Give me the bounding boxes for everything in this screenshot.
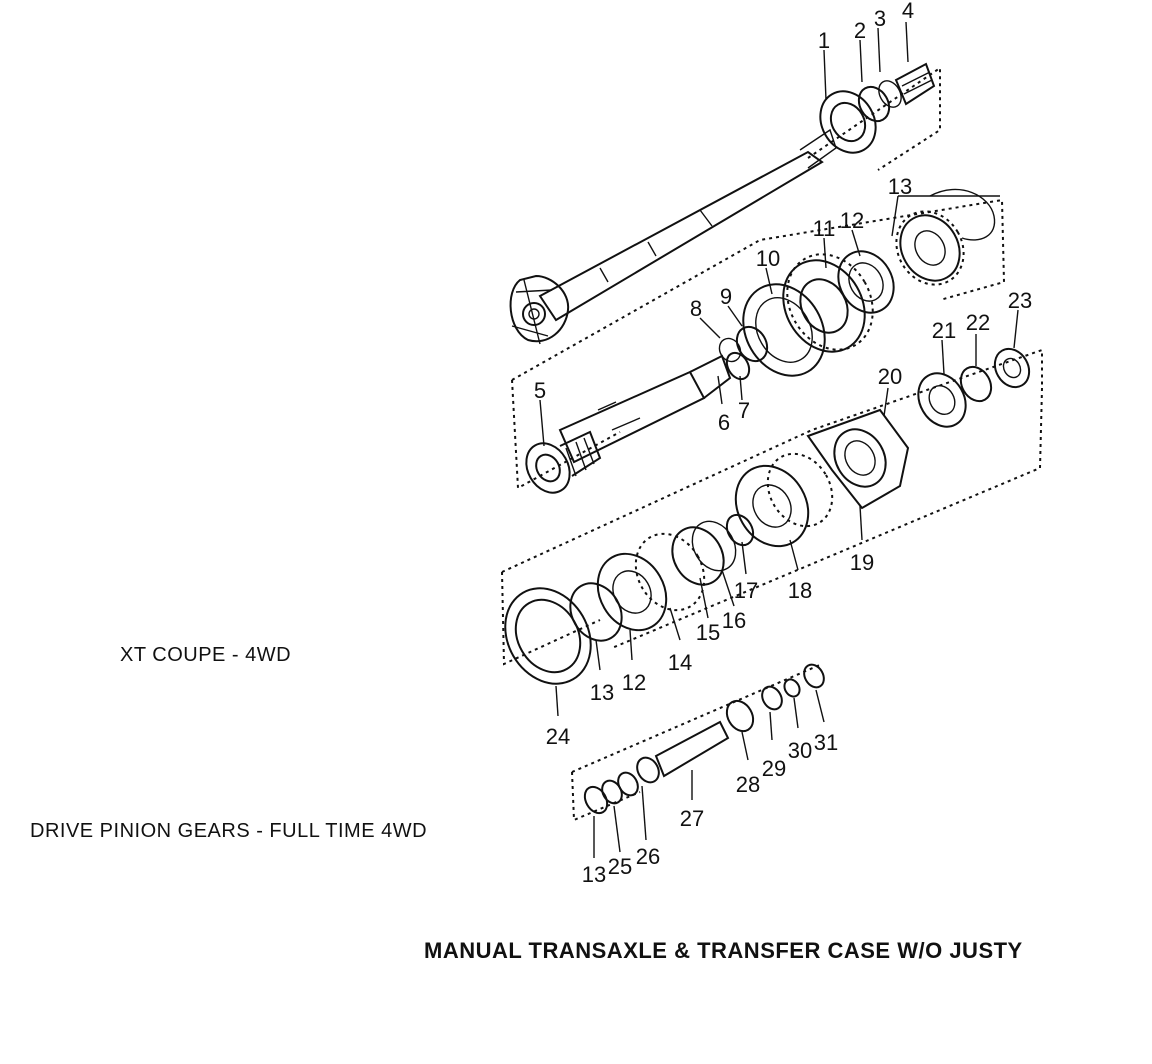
callout-29: 28	[736, 772, 760, 797]
callout-4: 4	[902, 0, 914, 23]
callout-30: 29	[762, 756, 786, 781]
callout-25: 13	[582, 862, 606, 887]
callout-22: 21	[932, 318, 956, 343]
callout-9: 9	[720, 284, 732, 309]
callout-numbers: 1 2 3 4 5 6 7 8 9 10 11 12 13 24 13 12 1…	[534, 0, 1032, 887]
callout-20: 19	[850, 550, 874, 575]
callout-16: 15	[696, 620, 720, 645]
callout-31: 30	[788, 738, 812, 763]
leader-lines	[539, 21, 1019, 858]
bottom-shaft-set	[583, 663, 825, 815]
page-title: MANUAL TRANSAXLE & TRANSFER CASE W/O JUS…	[424, 938, 1023, 963]
callout-26: 25	[608, 854, 632, 879]
callout-3: 3	[874, 6, 886, 31]
group-box-bottom	[571, 663, 823, 822]
callout-7: 7	[738, 398, 750, 423]
callout-12a: 12	[840, 208, 864, 233]
transfer-gear-train	[504, 408, 910, 685]
callout-5: 5	[534, 378, 546, 403]
callout-23: 22	[966, 310, 990, 335]
callout-15: 14	[668, 650, 692, 675]
group-box-top	[807, 66, 941, 171]
callout-2: 2	[854, 18, 866, 43]
drive-pinion-shaft	[525, 351, 751, 494]
callout-10: 10	[756, 246, 780, 271]
caption-drive-pinion: DRIVE PINION GEARS - FULL TIME 4WD	[30, 820, 428, 842]
callout-19: 18	[788, 578, 812, 603]
callout-6: 6	[718, 410, 730, 435]
upper-gear-set	[718, 188, 996, 377]
callout-28: 27	[680, 806, 704, 831]
callout-13a: 13	[888, 174, 912, 199]
caption-xt-coupe: XT COUPE - 4WD	[120, 644, 292, 666]
callout-8: 8	[690, 296, 702, 321]
callout-27: 26	[636, 844, 660, 869]
group-box-middle	[501, 348, 1043, 666]
callout-12b: 13	[590, 680, 614, 705]
callout-24: 23	[1008, 288, 1032, 313]
callout-32: 31	[814, 730, 838, 755]
callout-21: 20	[878, 364, 902, 389]
callout-17: 16	[722, 608, 746, 633]
callout-18: 17	[734, 578, 758, 603]
callout-1: 1	[818, 28, 830, 53]
group-box-upper	[511, 198, 1006, 490]
bearing-assembly-top	[819, 62, 936, 154]
bearing-set-22-24	[917, 347, 1031, 428]
callout-11: 11	[813, 216, 836, 241]
callout-14: 12	[622, 670, 646, 695]
callout-13b: 24	[546, 724, 570, 749]
main-shaft	[509, 128, 837, 345]
